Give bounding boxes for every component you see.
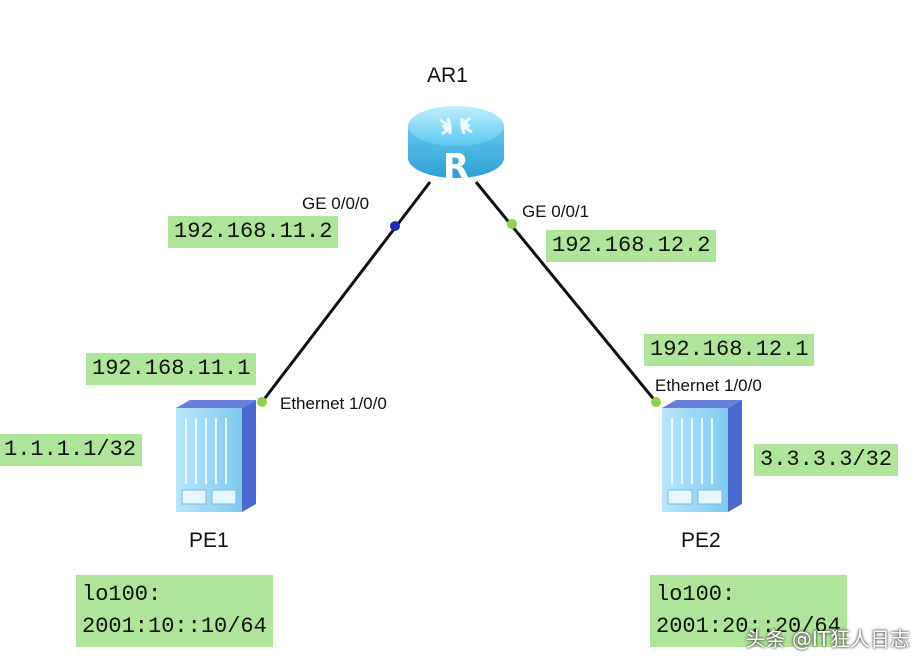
switch-icon [662, 400, 742, 512]
port-dot-pe1-eth [257, 397, 267, 407]
switch-pe2[interactable] [652, 398, 744, 514]
node-label-pe1: PE1 [189, 529, 229, 552]
lo100-name-pe2: lo100: [656, 582, 736, 607]
svg-text:R: R [443, 147, 469, 186]
ip-label-pe2-eth: 192.168.12.1 [644, 334, 815, 366]
port-dot-ge001 [507, 219, 517, 229]
ip-label-ar1-ge000: 192.168.11.2 [168, 216, 339, 248]
lo100-box-pe2: lo100: 2001:20::20/64 [650, 575, 847, 647]
ip-label-pe1-eth: 192.168.11.1 [86, 353, 257, 385]
switch-icon [176, 400, 256, 512]
switch-pe1[interactable] [166, 398, 258, 514]
link-ar1-pe1 [260, 181, 432, 403]
port-label-ge001: GE 0/0/1 [522, 202, 590, 221]
loopback-label-pe2: 3.3.3.3/32 [754, 444, 899, 476]
port-dot-pe2-eth [651, 397, 661, 407]
lo100-address-pe2: 2001:20::20/64 [656, 614, 841, 639]
lo100-address-pe1: 2001:10::10/64 [82, 614, 267, 639]
port-label-ge000: GE 0/0/0 [302, 194, 370, 213]
port-dot-ge000 [390, 221, 400, 231]
node-label-ar1: AR1 [427, 64, 468, 87]
ip-label-ar1-ge001: 192.168.12.2 [546, 230, 717, 262]
port-label-pe1-eth: Ethernet 1/0/0 [280, 394, 387, 413]
lo100-box-pe1: lo100: 2001:10::10/64 [76, 575, 273, 647]
watermark-text: 头条 @IT狂人日志 [745, 627, 910, 651]
lo100-name-pe1: lo100: [82, 582, 162, 607]
link-ar1-pe2 [474, 181, 658, 403]
router-icon: R [408, 106, 504, 187]
port-label-pe2-eth: Ethernet 1/0/0 [655, 376, 762, 395]
node-label-pe2: PE2 [681, 529, 721, 552]
router-ar1[interactable]: R [404, 96, 508, 187]
loopback-label-pe1: 1.1.1.1/32 [0, 434, 143, 466]
